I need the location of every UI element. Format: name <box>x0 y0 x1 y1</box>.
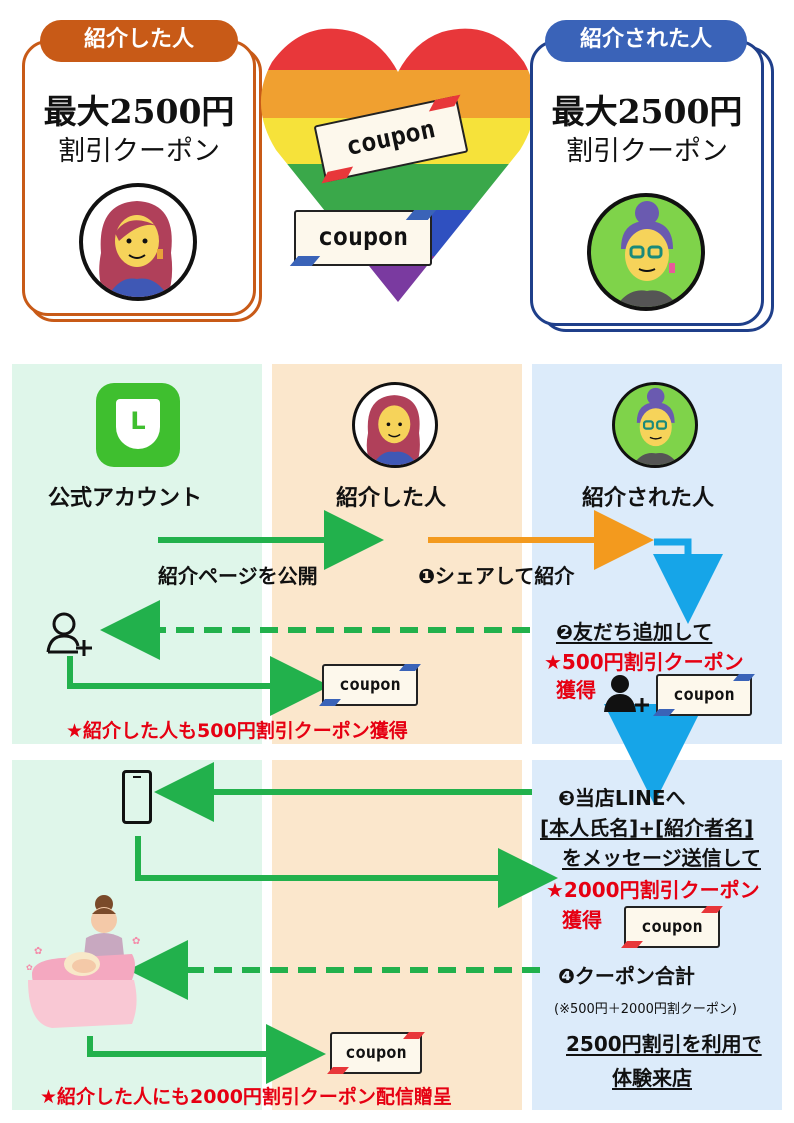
col-official-label: 公式アカウント <box>48 486 203 511</box>
publish-label: 紹介ページを公開 <box>158 564 318 588</box>
arrow-coupon-2000 <box>135 836 558 908</box>
referee-coupon-text: 割引クーポン <box>566 136 728 167</box>
arrow-coupon-500 <box>67 656 330 716</box>
referrer-small-avatar <box>352 382 438 468</box>
referee-max-amount: 最大2500円 <box>551 92 743 131</box>
rainbow-heart <box>260 28 536 302</box>
referrer-card: 最大2500円 割引クーポン <box>22 40 256 316</box>
referee-small-avatar <box>612 382 698 468</box>
step3-line3: をメッセージ送信して <box>562 846 761 870</box>
step3-reward-get: 獲得 <box>562 908 602 932</box>
referrer-pill: 紹介した人 <box>40 20 238 62</box>
svg-text:✿: ✿ <box>132 936 140 947</box>
user-add-filled-icon <box>604 675 649 712</box>
referee-avatar <box>587 193 705 311</box>
arrow-referee-down <box>653 538 723 624</box>
step3-line1: ❸当店LINEへ <box>558 786 686 810</box>
heart-coupon-2: coupon <box>289 210 437 266</box>
referrer-coupon-text: 割引クーポン <box>58 136 220 167</box>
referee-pill: 紹介された人 <box>545 20 747 62</box>
referrer-max-amount: 最大2500円 <box>43 92 235 131</box>
col-referrer-label: 紹介した人 <box>336 486 447 511</box>
svg-text:✿: ✿ <box>34 946 42 957</box>
svg-text:✿: ✿ <box>26 963 33 972</box>
referee-card: 最大2500円 割引クーポン <box>530 40 764 326</box>
referrer-avatar <box>79 183 197 301</box>
step2-reward: ★500円割引クーポン <box>544 650 744 674</box>
step3-line2: [本人氏名]+[紹介者名] <box>540 816 754 840</box>
step2-reward-get: 獲得 <box>556 678 596 702</box>
step4-title: ❹クーポン合計 <box>558 964 695 988</box>
referrer-2000-note: ★紹介した人にも2000円割引クーポン配信贈呈 <box>40 1086 452 1108</box>
referrer-500-note: ★紹介した人も500円割引クーポン獲得 <box>66 720 408 742</box>
step4-line3: 体験来店 <box>612 1066 692 1090</box>
coupon-referee-500: coupon <box>653 674 755 716</box>
coupon-referrer-2000: coupon <box>327 1032 425 1074</box>
line-icon-letter: L <box>116 399 160 449</box>
col-referee-label: 紹介された人 <box>582 486 715 511</box>
spa-treatment-illustration: ✿ ✿ ✿ <box>26 895 140 1028</box>
step4-note: (※500円＋2000円割クーポン) <box>554 1002 737 1017</box>
coupon-referrer-500: coupon <box>319 664 421 706</box>
step4-line2: 2500円割引を利用で <box>566 1032 762 1056</box>
share-label: ❶シェアして紹介 <box>418 564 575 588</box>
add-friend-icon <box>46 612 92 656</box>
step3-reward: ★2000円割引クーポン <box>546 878 760 902</box>
line-official-icon: L <box>96 383 180 467</box>
arrow-referrer-2000 <box>87 1024 326 1084</box>
step2-title: ❷友だち追加して <box>556 620 713 644</box>
smartphone-icon <box>122 770 152 824</box>
coupon-referee-2000: coupon <box>621 906 723 948</box>
